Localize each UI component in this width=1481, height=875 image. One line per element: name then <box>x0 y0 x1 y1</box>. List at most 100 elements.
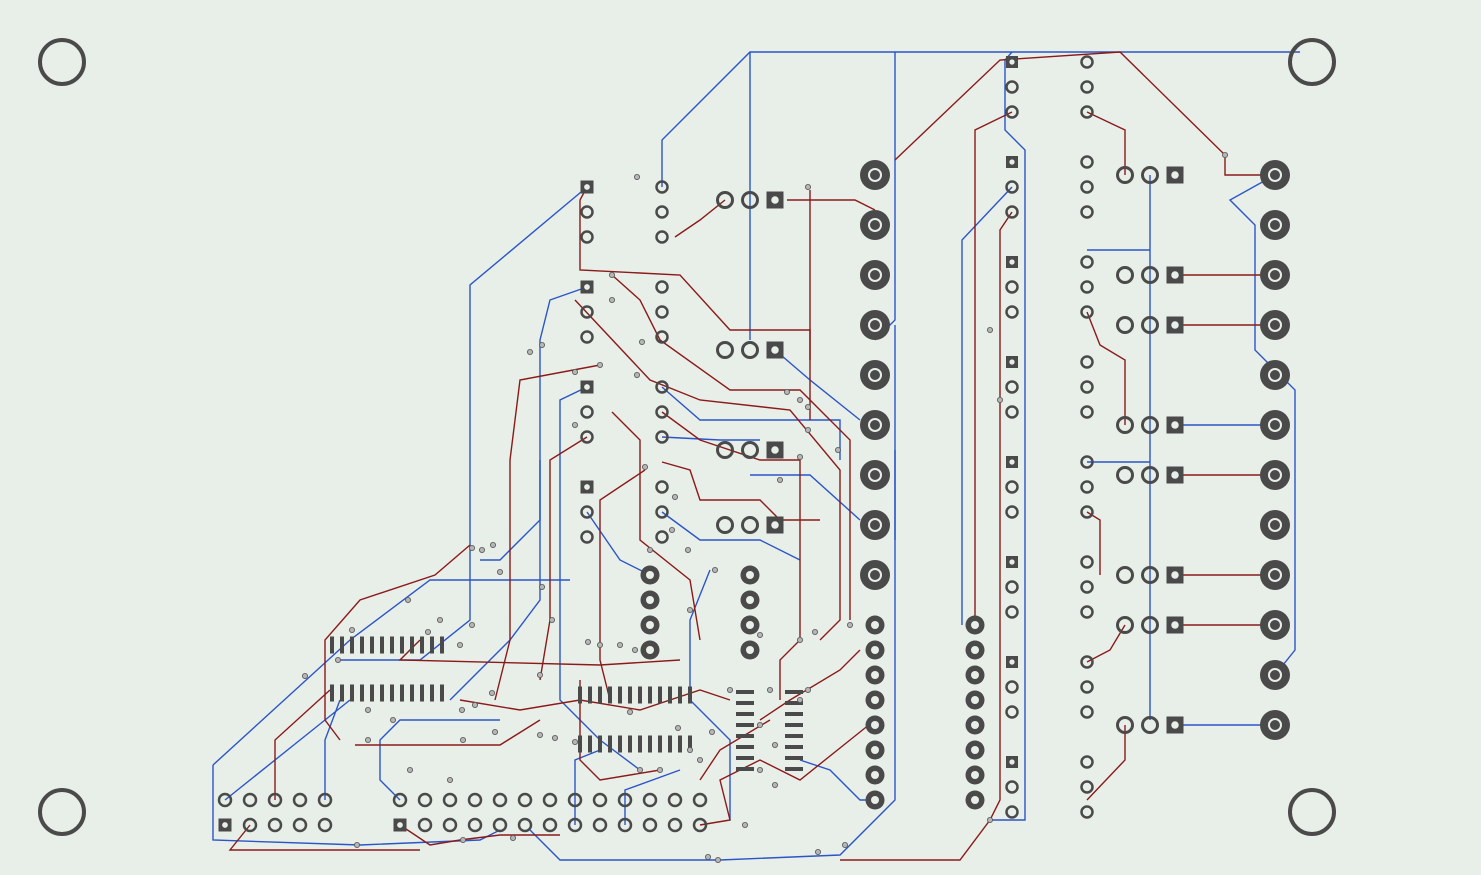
screw-terminal-right <box>1260 410 1290 440</box>
top-trace <box>894 51 1275 176</box>
driver-pin <box>1005 680 1019 694</box>
via <box>987 326 994 333</box>
via <box>637 767 644 774</box>
via <box>597 361 604 368</box>
terminal-drill <box>868 568 882 582</box>
soic-side-pad <box>736 701 754 705</box>
soic-pad <box>588 686 592 704</box>
top-trace <box>661 461 820 521</box>
top-trace <box>699 719 771 781</box>
pad-drill <box>1171 721 1179 729</box>
driver-pin <box>1005 180 1019 194</box>
soic-side-pad <box>785 701 803 705</box>
via <box>572 739 579 746</box>
bottom-trace <box>661 511 801 561</box>
driver-pin <box>1080 480 1094 494</box>
mounting-hole <box>38 788 86 836</box>
dip-pin <box>580 405 594 419</box>
header-2x5-pin <box>217 792 233 808</box>
dip-pin <box>655 205 669 219</box>
screw-terminal-mid <box>860 510 890 540</box>
screw-terminal-mid <box>860 410 890 440</box>
header-2x13-pin <box>492 817 508 833</box>
soic-side-pad <box>736 690 754 694</box>
header-pin <box>1141 266 1159 284</box>
screw-terminal-right <box>1260 510 1290 540</box>
soic-pad <box>420 684 424 702</box>
driver-pin <box>1080 180 1094 194</box>
via <box>997 396 1004 403</box>
header-2x5-pin <box>292 817 308 833</box>
bottom-trace <box>324 699 341 800</box>
via <box>639 338 646 345</box>
driver-pin <box>1080 655 1094 669</box>
header-pin <box>741 516 759 534</box>
driver-pin <box>1080 680 1094 694</box>
header-pin <box>1116 716 1134 734</box>
pad-drill <box>646 571 654 579</box>
soic-pad <box>410 636 414 654</box>
pad-drill <box>1171 471 1179 479</box>
terminal-drill <box>868 468 882 482</box>
pad-drill <box>971 696 979 704</box>
via <box>1222 151 1229 158</box>
via <box>537 672 544 679</box>
dip-pin <box>580 230 594 244</box>
top-trace <box>494 364 601 701</box>
soic-pad <box>638 735 642 753</box>
header-pin <box>1116 616 1134 634</box>
header-2x13-pin <box>517 817 533 833</box>
top-trace <box>1086 311 1126 425</box>
pad-drill <box>1171 321 1179 329</box>
via <box>805 687 812 694</box>
pad-drill <box>1009 259 1015 265</box>
header-2x13-pin <box>417 817 433 833</box>
driver-pin <box>1080 405 1094 419</box>
top-trace <box>539 436 588 681</box>
terminal-drill <box>1268 268 1282 282</box>
via <box>509 835 516 842</box>
header-2x13-pin <box>542 817 558 833</box>
header-2x5-pin <box>242 792 258 808</box>
terminal-drill <box>1268 368 1282 382</box>
terminal-drill <box>1268 518 1282 532</box>
dip-pin <box>655 480 669 494</box>
via <box>715 857 722 864</box>
dip-pin <box>655 305 669 319</box>
pad-drill <box>646 596 654 604</box>
screw-terminal-mid <box>860 560 890 590</box>
pad-drill <box>584 284 590 290</box>
via <box>767 687 774 694</box>
soic-pad <box>628 735 632 753</box>
via <box>609 296 616 303</box>
bottom-trace <box>379 719 500 801</box>
pad-drill <box>584 184 590 190</box>
header-pin <box>716 441 734 459</box>
soic-pad <box>350 636 354 654</box>
driver-pin <box>1080 455 1094 469</box>
header-2x13-pin <box>417 792 433 808</box>
via <box>609 271 616 278</box>
driver-pin <box>1080 280 1094 294</box>
bottom-trace <box>961 186 1013 625</box>
pad-drill <box>584 384 590 390</box>
via <box>572 368 579 375</box>
screw-terminal-mid <box>860 460 890 490</box>
via <box>552 735 559 742</box>
via <box>669 527 676 534</box>
soic-pad <box>370 636 374 654</box>
top-trace <box>574 299 841 641</box>
driver-pin <box>1080 505 1094 519</box>
via <box>489 542 496 549</box>
terminal-drill <box>868 518 882 532</box>
driver-pin <box>1005 480 1019 494</box>
header-pin <box>741 441 759 459</box>
terminal-drill <box>1268 568 1282 582</box>
screw-terminal-mid <box>860 210 890 240</box>
via <box>742 822 749 829</box>
driver-pin <box>1080 255 1094 269</box>
pad-drill <box>746 646 754 654</box>
soic-side-pad <box>785 734 803 738</box>
pad-drill <box>971 771 979 779</box>
